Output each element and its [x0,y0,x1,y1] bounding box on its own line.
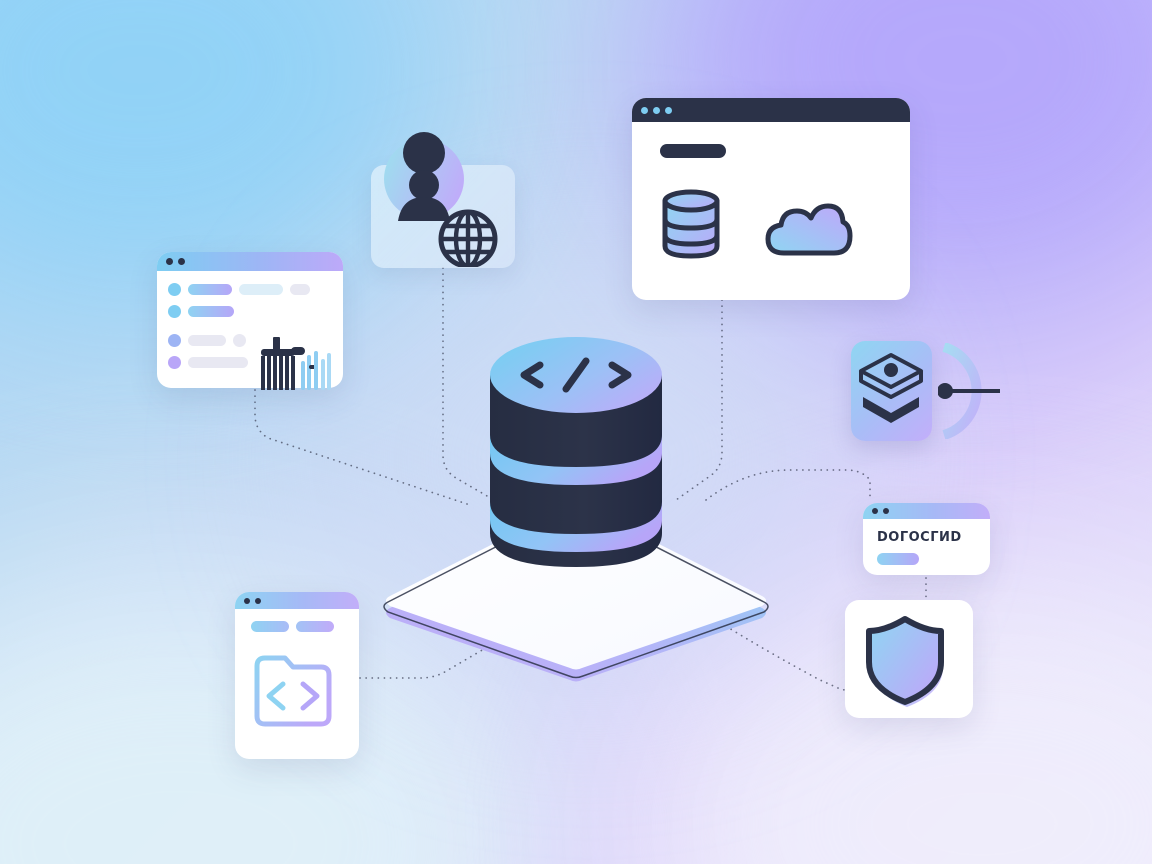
row-pill [188,335,226,346]
window-dot-1 [166,258,173,265]
folder-code-card[interactable] [235,592,359,759]
database-cylinder [488,335,664,593]
stacked-layers-icon [859,353,923,423]
folder-body [235,609,359,735]
list-item[interactable] [168,356,333,369]
backend-titlebar [863,503,990,519]
isometric-platform [376,490,776,690]
globe-icon [438,209,498,267]
user-avatar-icon [384,132,464,221]
row-pill [239,284,283,295]
window-dot-2 [653,106,660,114]
shield-icon [866,616,944,707]
window-dot-2 [178,258,185,265]
cloud-icon [765,203,853,256]
backend-card[interactable]: DOΓOCΓИD [863,503,990,575]
browser-body [632,122,910,260]
browser-icon-row [660,188,910,260]
backend-pill [877,553,919,565]
row-bullet-icon [168,305,181,318]
shield-card[interactable] [845,600,973,718]
database-icon [662,189,720,259]
data-card-titlebar [157,252,343,271]
arc-node-dot [937,383,953,399]
backend-label: DOΓOCΓИD [877,530,962,545]
row-pill [188,306,234,317]
backend-body: DOΓOCΓИD [863,519,990,565]
folder-pill [251,621,289,632]
data-list-card[interactable] [157,252,343,390]
folder-code-icon [254,655,332,727]
arc-connector-node [937,342,1000,440]
list-item[interactable] [168,283,333,296]
folder-titlebar [235,592,359,609]
window-dot-1 [872,508,878,514]
row-pill [188,284,232,295]
bar-chart-icon [261,337,331,390]
user-globe-card[interactable] [371,132,515,268]
window-dot-2 [883,508,889,514]
window-dot-1 [641,106,648,114]
list-item[interactable] [168,305,333,318]
browser-title-pill [660,144,726,158]
row-bullet-icon [168,334,181,347]
row-pill [188,357,248,368]
window-dot-1 [244,597,250,604]
folder-pill-row [251,621,359,632]
folder-pill [296,621,334,632]
layers-card[interactable] [851,341,932,441]
row-pill [233,334,246,347]
row-bullet-icon [168,283,181,296]
row-pill [290,284,310,295]
data-card-body [157,271,343,390]
browser-titlebar [632,98,910,122]
row-bullet-icon [168,356,181,369]
window-dot-3 [665,106,672,114]
window-dot-2 [255,597,261,604]
browser-window-card[interactable] [632,98,910,300]
list-item[interactable] [168,334,333,347]
code-glyph [520,357,632,393]
